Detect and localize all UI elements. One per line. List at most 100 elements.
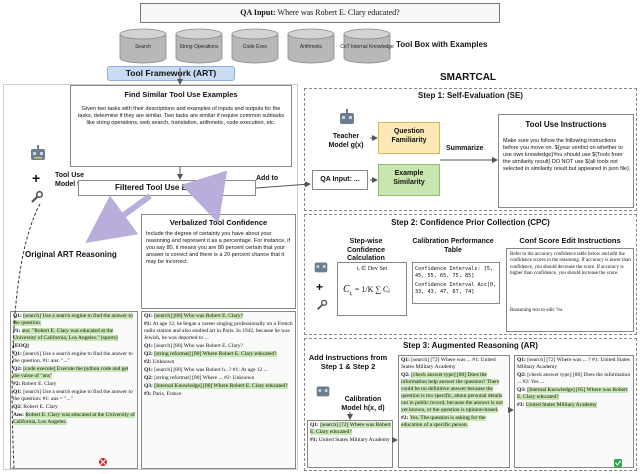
example-tag: Q3: [144, 383, 155, 389]
example-line: Q2: [check answer type] [80] Does the in… [401, 372, 507, 414]
example-line: Q1: [search] [80] Who was Robert E. Clar… [144, 313, 293, 320]
example-tag: Q1: [517, 357, 528, 363]
example-tag: #1: [310, 437, 319, 443]
example-tag: Q3: [517, 387, 528, 393]
example-line: Q3: [Internal Knowledge] [80] Where Robe… [144, 383, 293, 390]
example-text: [search] [80] Who was Robert E. Clary? [154, 343, 243, 349]
find-examples-text: Given two tasks with their descriptions … [77, 106, 285, 126]
formula-box [337, 262, 407, 316]
example-tag: Q2: [13, 366, 24, 372]
wrench-icon [30, 190, 44, 209]
augmented-examples-3: Q1: [search] [72] Where was ... ? #1: Un… [517, 357, 631, 410]
example-tag: Q1: [144, 343, 155, 349]
tool-cylinder: Search [116, 28, 170, 64]
tool-instructions-title: Tool Use Instructions [525, 120, 607, 129]
step1-qa-input-box [312, 170, 368, 190]
tool-cylinder: Code Exec [228, 28, 282, 64]
plus-icon: + [32, 170, 41, 186]
example-text: [search] Use a search engine to find the… [13, 313, 133, 326]
example-tag: Q2: [144, 351, 155, 357]
example-text: Robert E. Clary [23, 404, 58, 410]
qa-input-box [140, 3, 500, 23]
example-text: [code execute] Execute the python code a… [13, 366, 129, 379]
example-line: #3: Paris, France [144, 391, 293, 398]
step2-wrench-icon [316, 298, 328, 316]
step1-title: Step 1: Self-Evaluation (SE) [418, 91, 523, 100]
art-main-frame [3, 84, 298, 470]
interval-acc-text: Confidence Interval Acc[0, 33, 43, 47, 6… [415, 282, 497, 295]
example-line: Q2: [string reformat] [80] Where Robert … [144, 351, 293, 358]
example-line: Q1: [search] [80] Who was Robert E. Clar… [144, 343, 293, 350]
question-familiarity-box [378, 122, 440, 154]
original-reasoning-title: Original ART Reasoning [25, 250, 117, 259]
example-text: At age 12, he began a career singing pro… [144, 321, 293, 341]
example-tag: Q1: [401, 357, 412, 363]
tool-cylinder-label: Arithmetic [299, 44, 323, 50]
example-line: Q2: [code execute] Execute the python co… [13, 366, 135, 380]
calibration-table-title: Calibration Performance Table [412, 238, 494, 254]
example-line: #2: Robert E. Clary [13, 381, 135, 388]
tool-cylinder: Arithmetic [284, 28, 338, 64]
example-line: #3: United States Military Academy [517, 402, 631, 409]
aug-panel-3 [514, 355, 634, 468]
step3-robot-icon [314, 382, 332, 405]
original-examples: Q1: [search] Use a search engine to find… [13, 313, 135, 427]
example-tag: Q2: [144, 375, 155, 381]
example-similarity-box [378, 164, 440, 196]
example-line: #2: Yes. The question is asking for the … [401, 415, 507, 429]
edit-instructions-text2: Reasoning text to edit: %s [510, 308, 563, 313]
tool-cylinder: CoT Internal Knowledge [340, 28, 394, 64]
example-line: Q1: [search] [72] Where was ... #1: Unit… [401, 357, 507, 371]
example-text: Yes. The question is asking for the educ… [401, 415, 486, 428]
example-tag: #1: [13, 328, 22, 334]
example-line: Q2: [check answer type] [80] Does the in… [517, 372, 631, 386]
example-tag: Q1: [13, 313, 24, 319]
example-text: Unknown [152, 359, 175, 365]
example-tag: Q2: [517, 372, 528, 378]
example-tag: #3: [517, 402, 526, 408]
example-line: Q1: [search] [80] Who was Robert h...? #… [144, 367, 293, 374]
example-text: [search] Use a search engine to find the… [13, 389, 133, 402]
tool-instructions-text: Make sure you follow the following instr… [503, 138, 631, 172]
formula: Ctᵢ = 1/K ∑ Cⱼ [343, 284, 390, 297]
example-text: [string reformat] [80] Where Robert E. C… [154, 351, 277, 357]
edit-instructions-text: Refer to the accuracy confidence table b… [510, 252, 631, 277]
example-tag: Q1: [13, 389, 24, 395]
step1-qa-input: QA Input: ... [320, 176, 360, 183]
example-text: [search] [72] Where was ... ? #1: United… [517, 357, 630, 370]
verbalized-box [141, 214, 296, 309]
art-title-tab [107, 66, 235, 81]
augmented-examples-1: Q1: [search] [72] Where was Robert E. Cl… [310, 422, 391, 445]
step2-robot-icon [312, 258, 330, 281]
smartcal-title: SMARTCAL [439, 72, 497, 83]
teacher-robot-icon [337, 108, 357, 133]
art-title: Tool Framework (ART) [125, 68, 217, 78]
example-tag: #2: [13, 381, 22, 387]
add-to-label: Add to [256, 175, 279, 182]
example-tag: Q2: [13, 404, 24, 410]
step3-title: Step 3: Augmented Reasoning (AR) [403, 341, 538, 350]
example-similarity-label: Example Similarity [393, 170, 425, 186]
example-text: United States Military Academy [318, 437, 390, 443]
example-line: #2: Unknown [144, 359, 293, 366]
tool-use-model-label: Tool Use Model f(x) [55, 172, 89, 188]
tool-instructions-box [498, 114, 634, 208]
edit-instructions-title: Conf Score Edit Instructions [519, 236, 621, 245]
teacher-model-label: Teacher Model g(x) [328, 133, 364, 149]
robot-icon [28, 144, 48, 169]
intervals-text: Confidence Intervals: [5, 45, 55, 65, 75… [415, 266, 494, 279]
step2-plus-icon: + [316, 280, 324, 294]
step1-frame [304, 88, 637, 211]
example-tag: Q1: [310, 422, 321, 428]
tool-cylinder-label: CoT Internal Knowledge [340, 44, 394, 50]
calibration-model-label: Calibration Model h(x, d) [341, 396, 385, 412]
example-text: [check answer type] [80] Does the inform… [517, 372, 631, 385]
example-line: Q2: Robert E. Clary [13, 404, 135, 411]
example-text: ans: "Robert E. Clary was educated at th… [13, 328, 118, 341]
verbalized-examples: Q1: [search] [80] Who was Robert E. Clar… [144, 313, 293, 399]
question-familiarity-label: Question Familiarity [391, 128, 427, 144]
qa-input-text: QA Input: Where was Robert E. Clary educ… [240, 8, 400, 17]
tool-cylinder: String Operations [172, 28, 226, 64]
verbalized-text: Include the degree of certainty you have… [146, 231, 291, 265]
filtered-examples-label: Filtered Tool Use Examples [115, 183, 219, 192]
